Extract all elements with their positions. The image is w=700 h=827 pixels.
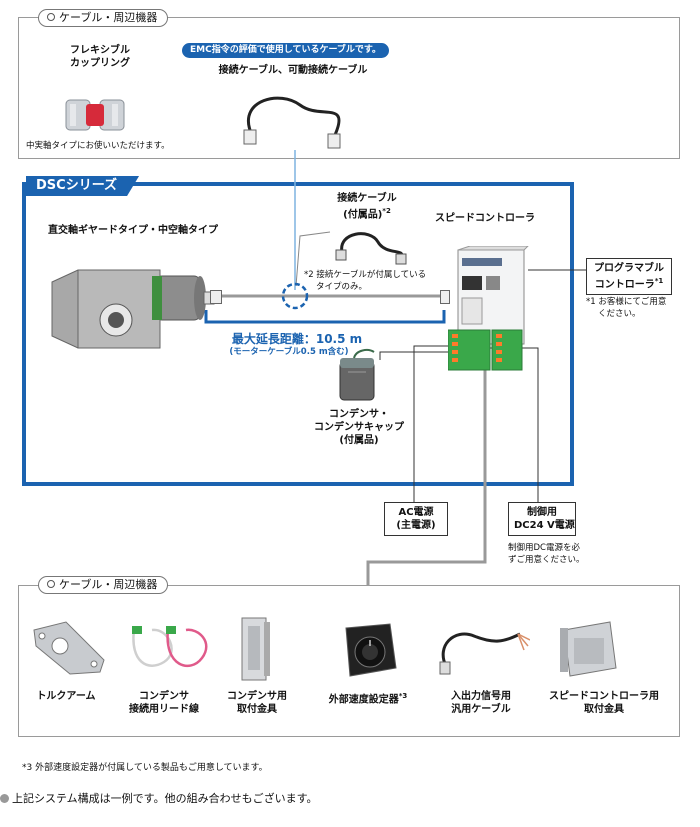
dc-power-line1: 制御用 [527,507,557,518]
dc-power-box: 制御用 DC24 V電源 [508,502,576,536]
torque-arm-image [33,621,105,675]
circle-icon [47,13,55,21]
bottom-item-3-line1: コンデンサ用 [227,691,287,702]
bottom-item-5-line2: 汎用ケーブル [451,704,511,715]
speed-controller-image [448,246,529,371]
cable-note-line2: タイプのみ。 [316,282,368,292]
dc-power-note-line1: 制御用DC電源を必 [508,543,580,553]
controller-bracket-image [560,621,617,677]
bottom-accessories-tab-text: ケーブル・周辺機器 [59,578,158,591]
cable-note-mark: *2 [304,270,314,280]
programmable-controller-box: プログラマブル コントローラ*1 [586,258,672,296]
max-distance-sub: (モーターケーブル0.5 m含む) [229,347,349,357]
capacitor-image [339,349,375,401]
programmable-note-line1: お客様にてご用意 [598,297,667,307]
top-accessories-frame [18,17,680,159]
system-note-text: 上記システム構成は一例です。他の組み合わせもございます。 [12,792,318,805]
capacitor-label: コンデンサ・ コンデンサキャップ (付属品) [306,408,412,447]
programmable-note-line2: ください。 [598,309,641,319]
bottom-item-1-line1: トルクアーム [36,691,96,702]
cable-note-line1: 接続ケーブルが付属している [316,270,427,280]
bottom-item-5-line1: 入出力信号用 [451,691,511,702]
bottom-item-3-label: コンデンサ用 取付金具 [214,690,300,716]
controller-label: スピードコントローラ [435,213,535,224]
programmable-note: *1 お客様にてご用意 ください。 [586,296,666,320]
bottom-item-1-label: トルクアーム [26,690,106,703]
dc-power-note-line2: ずご用意ください。 [508,555,585,565]
bottom-item-3-line2: 取付金具 [237,704,277,715]
bottom-item-4-mark: *3 [398,692,408,700]
cable-connector-right [440,290,450,304]
bottom-item-5-label: 入出力信号用 汎用ケーブル [436,690,526,716]
programmable-note-mark: *1 [586,297,596,307]
included-cable-mark: *2 [382,207,391,215]
circle-icon [47,580,55,588]
emc-pill: EMC指令の評価で使用しているケーブルです。 [182,43,390,58]
bottom-item-6-label: スピードコントローラ用 取付金具 [544,690,664,716]
included-cable-image [335,232,407,265]
programmable-mark: *1 [654,277,664,285]
coupling-label-line2: カップリング [70,58,130,69]
bottom-item-2-line2: 接続用リード線 [129,704,199,715]
bottom-item-4-label: 外部速度設定器*3 [318,690,418,706]
capacitor-label-line1: コンデンサ・ [329,409,389,420]
capacitor-lead-wire-image [132,626,208,668]
system-note: 上記システム構成は一例です。他の組み合わせもございます。 [0,792,317,806]
io-cable-image [439,632,530,675]
top-accessories-tab-text: ケーブル・周辺機器 [59,11,158,24]
motor-type-label: 直交軸ギヤードタイプ・中空軸タイプ [48,225,218,236]
cable-highlight-circle [281,282,309,310]
included-cable-line2: (付属品) [343,209,383,221]
bottom-item-4-line1: 外部速度設定器 [328,694,399,706]
coupling-note: 中実軸タイプにお使いいただけます。 [26,141,170,151]
gearmotor-image [51,269,215,349]
coupling-label-line1: フレキシブル [70,45,130,56]
coupling-label: フレキシブル カップリング [60,44,140,70]
cable-label: 接続ケーブル、可動接続ケーブル [218,65,368,76]
bullet-icon [0,794,9,803]
programmable-line1: プログラマブル [594,263,664,274]
ac-power-box: AC電源 (主電源) [384,502,448,536]
speed-setter-image [345,623,397,677]
ac-power-line1: AC電源 [398,507,434,518]
bottom-item-6-line1: スピードコントローラ用 [549,691,659,702]
coupling-image [65,99,125,131]
connection-cable-image [243,96,341,149]
capacitor-label-line2: コンデンサキャップ [314,422,404,433]
top-accessories-tab: ケーブル・周辺機器 [38,9,169,27]
bottom-item-2-line1: コンデンサ [139,691,189,702]
capacitor-bracket-image [241,617,270,681]
included-cable-label: 接続ケーブル (付属品)*2 [322,192,412,221]
programmable-line2: コントローラ [594,279,655,291]
max-distance-label: 最大延長距離：10.5 m [231,332,363,346]
ac-power-line2: (主電源) [396,520,436,531]
footnote-3: *3 外部速度設定器が付属している製品もご用意しています。 [22,763,268,773]
bottom-item-6-line2: 取付金具 [584,704,624,715]
dc-power-note: 制御用DC電源を必 ずご用意ください。 [508,542,585,566]
dsc-series-tab: DSCシリーズ [26,176,139,196]
bottom-accessories-tab: ケーブル・周辺機器 [38,576,169,594]
bottom-item-2-label: コンデンサ 接続用リード線 [114,690,214,716]
cable-note: *2 接続ケーブルが付属している タイプのみ。 [304,269,426,293]
capacitor-label-line3: (付属品) [339,435,379,446]
included-cable-line1: 接続ケーブル [337,193,397,204]
cable-connector-left [210,290,222,304]
dc-power-line2: DC24 V電源 [514,520,575,531]
